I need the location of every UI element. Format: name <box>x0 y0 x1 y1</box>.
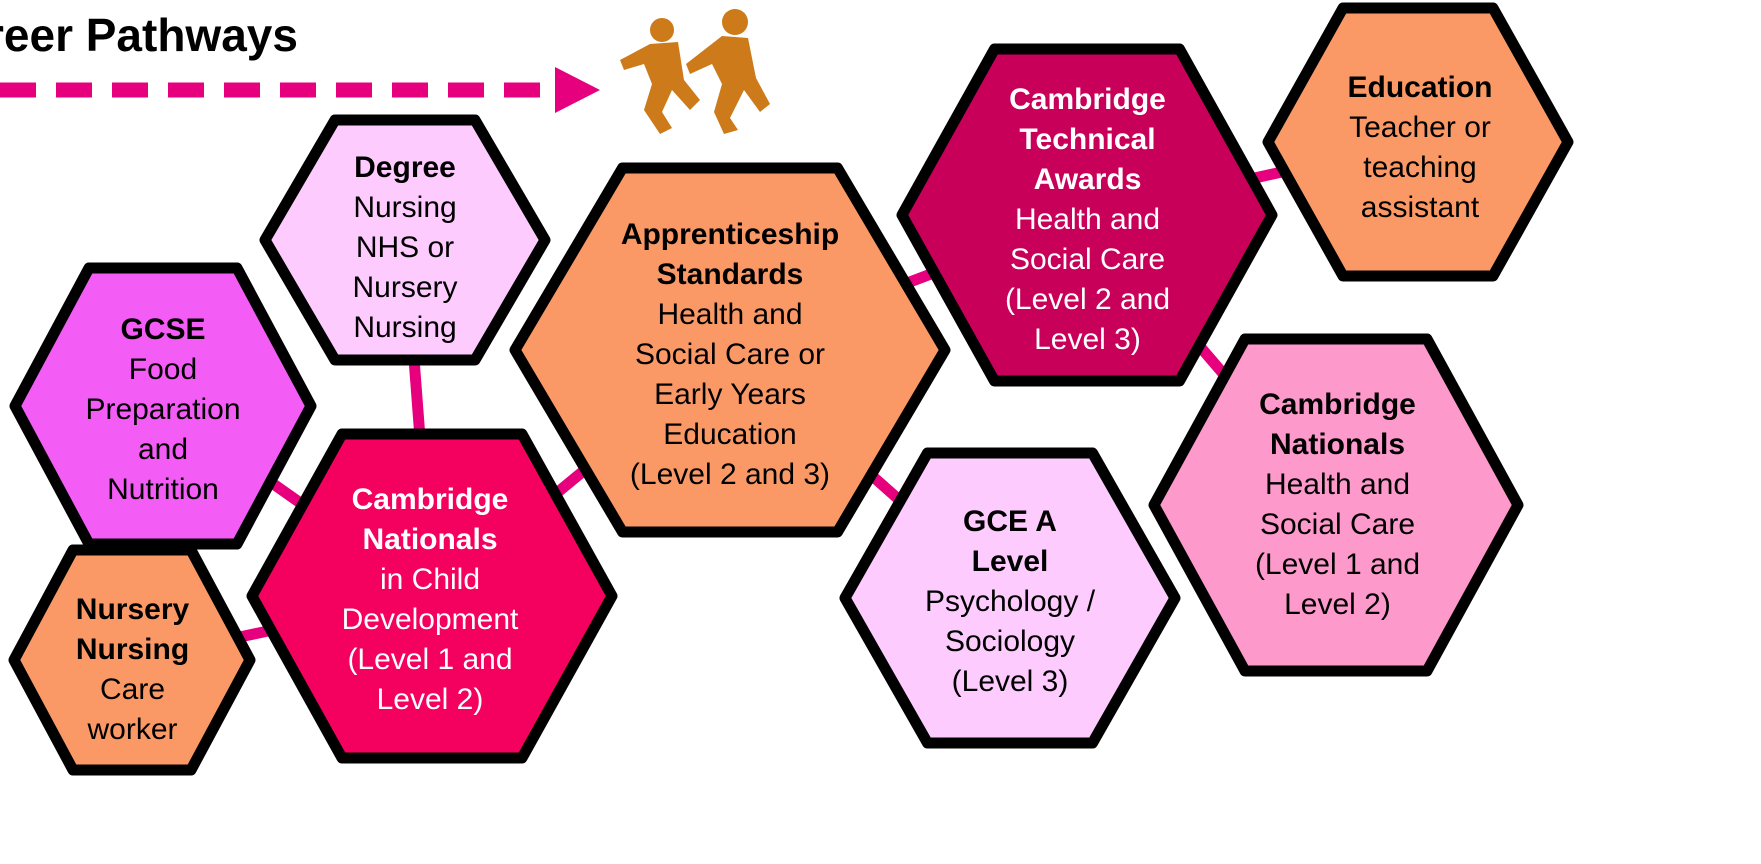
node-heading-line: GCSE <box>120 313 206 346</box>
node-heading-line: Cambridge <box>1009 83 1166 116</box>
node-body-line: assistant <box>1360 191 1480 224</box>
node-heading-line: Nationals <box>362 523 498 556</box>
node-body-line: Social Care or <box>634 338 826 371</box>
node-body-line: (Level 3) <box>951 665 1069 698</box>
node-heading-line: Standards <box>656 258 804 291</box>
node-heading-line: Cambridge <box>351 483 509 516</box>
node-body-line: Care <box>99 673 166 706</box>
node-body-line: Health and <box>657 298 803 331</box>
node-body-line: NHS or <box>355 231 455 264</box>
node-body-line: Teacher or <box>1349 111 1491 144</box>
hexagon-gce <box>839 447 1181 749</box>
node-heading-line: Education <box>1347 71 1493 104</box>
hexagon-cam-tech <box>896 43 1278 387</box>
node-body-line: Level 2) <box>1284 588 1391 621</box>
node-body-line: worker <box>87 713 178 746</box>
node-body-line: Food <box>128 353 198 386</box>
node-body-line: Nursing <box>353 311 457 344</box>
pathway-arrow <box>0 67 600 113</box>
node-body-line: (Level 1 and <box>1254 548 1421 581</box>
node-body-line: Nursery <box>352 271 458 304</box>
node-body-line: Social Care <box>1009 243 1166 276</box>
node-heading-line: Apprenticeship <box>620 218 840 251</box>
node-heading-line: Degree <box>354 151 456 184</box>
node-body-line: Preparation <box>85 393 241 426</box>
node-body-line: Education <box>663 418 797 451</box>
node-body-line: Health and <box>1264 468 1411 501</box>
node-heading-line: Level <box>971 545 1049 578</box>
node-body-line: Development <box>341 603 519 636</box>
node-heading-line: Cambridge <box>1259 388 1416 421</box>
node-heading-line: Awards <box>1033 163 1142 196</box>
node-body-line: Social Care <box>1259 508 1416 541</box>
node-body-line: and <box>137 433 189 466</box>
node-body-line: Nutrition <box>107 473 219 506</box>
hexagon-gcse <box>9 262 317 550</box>
running-children-icon <box>620 9 770 134</box>
node-body-line: Early Years <box>654 378 806 411</box>
node-body-line: (Level 2 and <box>1004 283 1171 316</box>
node-body-line: teaching <box>1363 151 1477 184</box>
node-body-line: in Child <box>379 563 481 596</box>
node-body-line: Level 3) <box>1034 323 1141 356</box>
node-body-line: (Level 2 and 3) <box>629 458 831 491</box>
node-body-line: Sociology <box>944 625 1076 658</box>
hexagon-cam-hsc <box>1148 333 1524 677</box>
node-body-line: (Level 1 and <box>347 643 513 676</box>
hexagon-education <box>1262 2 1574 282</box>
node-heading-line: GCE A <box>963 505 1057 538</box>
node-heading-line: Nationals <box>1269 428 1406 461</box>
node-heading-line: Technical <box>1019 123 1156 156</box>
hexagon-nursery <box>8 544 256 776</box>
hexagon-apprentice <box>509 162 951 538</box>
node-body-line: Level 2) <box>376 683 484 716</box>
node-heading-line: Nursing <box>75 633 190 666</box>
node-body-line: Nursing <box>353 191 457 224</box>
hexagon-degree <box>259 114 551 366</box>
page-title: reer Pathways <box>0 9 298 61</box>
node-body-line: Health and <box>1014 203 1161 236</box>
node-heading-line: Nursery <box>75 593 190 626</box>
node-body-line: Psychology / <box>924 585 1096 618</box>
hexagon-cam-child <box>246 428 618 764</box>
